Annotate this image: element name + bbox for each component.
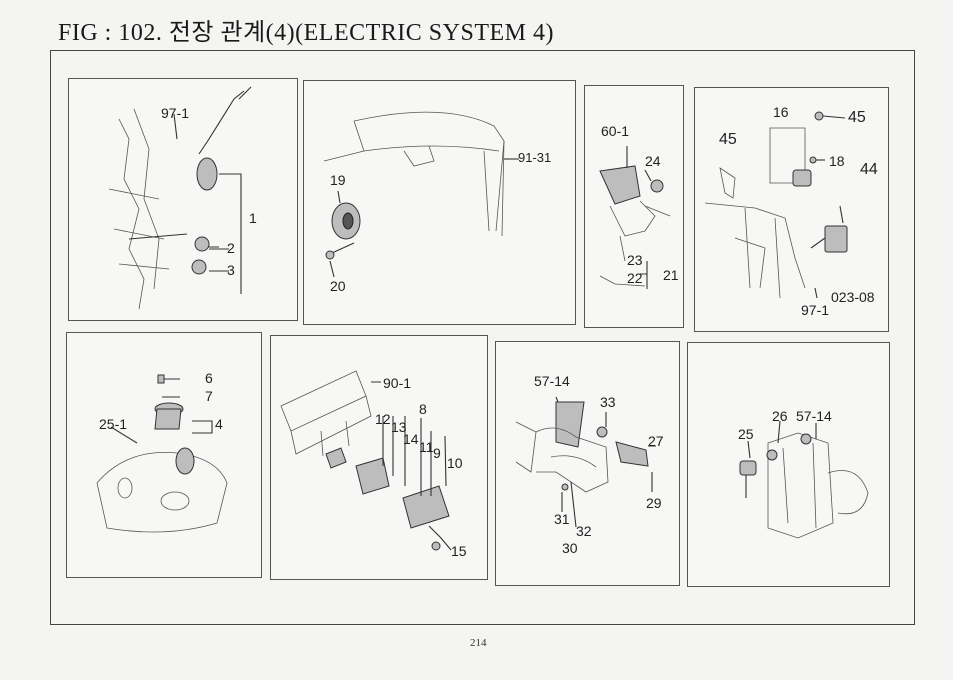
diagram-panel-1: 97-1 1 2 3 <box>68 78 298 321</box>
diagram-panel-8: 26 57-14 25 <box>687 342 890 587</box>
diagram-panel-3: 60-1 24 23 22 21 <box>584 85 684 328</box>
callout-21: 21 <box>663 267 679 283</box>
figure-title: FIG : 102. 전장 관계(4)(ELECTRIC SYSTEM 4) <box>58 20 554 46</box>
callout-3: 3 <box>227 262 235 278</box>
callout-19: 19 <box>330 172 346 188</box>
callout-15: 15 <box>451 543 467 559</box>
page-number: 214 <box>470 637 487 649</box>
callout-91-31: 91-31 <box>518 150 552 165</box>
callout-1: 1 <box>249 210 257 226</box>
callout-13: 13 <box>391 419 407 435</box>
panel-5-drawing <box>96 374 228 533</box>
page-frame <box>50 50 915 625</box>
callout-57-14-lower: 57-14 <box>796 408 832 424</box>
diagram-panel-2: 91-31 19 20 <box>303 80 576 325</box>
callout-12: 12 <box>375 411 391 427</box>
panel-8-drawing <box>739 420 869 539</box>
callout-10: 10 <box>447 455 463 471</box>
panel-4-drawing <box>704 111 848 299</box>
callout-20: 20 <box>330 278 346 294</box>
callout-4: 4 <box>215 416 223 432</box>
callout-45-right: 45 <box>848 109 866 126</box>
diagram-panel-4: 16 45 45 18 44 023-08 97-1 <box>694 87 889 332</box>
callout-97-1: 97-1 <box>161 105 190 121</box>
callout-57-14: 57-14 <box>534 373 570 389</box>
callout-23: 23 <box>627 252 643 268</box>
panel-7-drawing <box>515 396 656 528</box>
callout-14: 14 <box>403 431 419 447</box>
callout-26: 26 <box>772 408 788 424</box>
callout-11: 11 <box>419 439 434 455</box>
callout-33: 33 <box>600 394 616 410</box>
diagram-panel-7: 57-14 33 27 29 31 32 30 <box>495 341 680 586</box>
callout-97-1-lower: 97-1 <box>801 302 830 318</box>
diagram-panel-5: 6 7 4 25-1 <box>66 332 262 578</box>
callout-31: 31 <box>554 511 570 527</box>
callout-30: 30 <box>562 540 578 556</box>
callout-25: 25 <box>738 426 754 442</box>
panel-6-drawing <box>280 370 452 551</box>
callout-7: 7 <box>205 388 213 404</box>
callout-9: 9 <box>433 445 441 461</box>
callout-18: 18 <box>829 153 845 169</box>
callout-2: 2 <box>227 240 235 256</box>
callout-8: 8 <box>419 401 427 417</box>
callout-6: 6 <box>205 370 213 386</box>
panel-3-drawing <box>599 146 671 289</box>
callout-25-1: 25-1 <box>99 416 128 432</box>
callout-29: 29 <box>646 495 662 511</box>
callout-45-left: 45 <box>719 131 737 148</box>
panel-2-drawing <box>323 111 519 278</box>
callout-24: 24 <box>645 153 661 169</box>
callout-22: 22 <box>627 270 643 286</box>
callout-27: 27 <box>648 433 664 449</box>
callout-16: 16 <box>773 104 789 120</box>
callout-32: 32 <box>576 523 592 539</box>
panel-1-drawing <box>108 86 252 310</box>
callout-023-08: 023-08 <box>831 289 875 305</box>
callout-44: 44 <box>860 161 878 178</box>
callout-90-1: 90-1 <box>383 375 412 391</box>
callout-60-1: 60-1 <box>601 123 630 139</box>
diagram-panel-6: 90-1 8 12 13 14 11 9 10 15 <box>270 335 488 580</box>
